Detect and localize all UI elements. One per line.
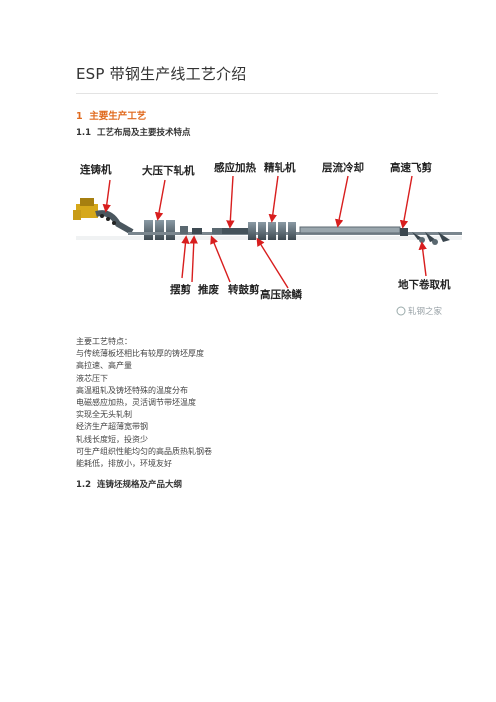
process-layout-diagram: 连铸机 大压下轧机 感应加热 精轧机 层流冷却 高速飞剪 摆剪 推废 转鼓剪 高…	[73, 161, 462, 317]
laminar-cooling	[299, 226, 401, 234]
feature-item: 实现全无头轧制	[76, 410, 132, 420]
feature-item: 高温粗轧及铸坯特殊的温度分布	[76, 385, 188, 395]
section-1-heading: 1 主要生产工艺	[76, 108, 146, 122]
watermark: 轧钢之家	[396, 306, 443, 317]
label-drum-shear: 转鼓剪	[228, 283, 260, 296]
label-downcoiler: 地下卷取机	[398, 278, 451, 291]
label-pusher: 推废	[198, 283, 219, 296]
feature-item: 经济生产超薄宽带钢	[76, 422, 148, 432]
title-divider	[76, 93, 438, 94]
features-list: 主要工艺特点： 与传统薄板坯相比有较厚的铸坯厚度 高拉速、高产量 液芯压下 高温…	[76, 336, 212, 470]
finishing-mill	[248, 222, 296, 240]
pendulum-shear-and-pusher	[180, 226, 222, 234]
label-flying-shear: 高速飞剪	[390, 161, 432, 174]
document-title: ESP 带钢生产线工艺介绍	[76, 65, 247, 83]
section-1-1-heading: 1.1 工艺布局及主要技术特点	[76, 126, 191, 138]
feature-item: 与传统薄板坯相比有较厚的铸坯厚度	[76, 349, 204, 359]
label-laminar-cooling: 层流冷却	[322, 161, 364, 174]
feature-item: 高拉速、高产量	[76, 361, 132, 371]
section-1-number: 1	[76, 111, 83, 122]
label-finishing-mill: 精轧机	[264, 161, 296, 174]
label-pendulum-shear: 摆剪	[170, 283, 191, 296]
process-layout-figure: 连铸机 大压下轧机 感应加热 精轧机 层流冷却 高速飞剪 摆剪 推废 转鼓剪 高…	[70, 148, 462, 330]
feature-item: 可生产组织性能均匀的高品质热轧钢卷	[76, 446, 212, 456]
feature-item: 能耗低，排放小，环境友好	[76, 459, 172, 469]
features-intro: 主要工艺特点：	[76, 337, 132, 346]
label-descaler: 高压除鳞	[260, 288, 302, 301]
feature-item: 电磁感应加热，灵活调节带坯温度	[76, 398, 196, 408]
section-1-2-title: 连铸坯规格及产品大纲	[96, 480, 182, 490]
section-1-2-heading: 1.2 连铸坯规格及产品大纲	[76, 478, 182, 490]
caster-machine	[73, 198, 134, 235]
watermark-text: 轧钢之家	[408, 306, 443, 317]
label-heavy-reduction-mill: 大压下轧机	[142, 164, 195, 177]
feature-item: 液芯压下	[76, 373, 108, 383]
feature-item: 轧线长度短，投资少	[76, 434, 148, 444]
induction-heater	[222, 228, 250, 234]
heavy-reduction-mill	[144, 220, 175, 240]
section-1-1-number: 1.1	[76, 128, 92, 138]
section-1-title: 主要生产工艺	[89, 111, 147, 122]
section-1-2-number: 1.2	[76, 480, 92, 490]
section-1-1-title: 工艺布局及主要技术特点	[96, 128, 191, 138]
downcoilers	[400, 228, 450, 245]
label-induction-heating: 感应加热	[214, 161, 256, 174]
callout-arrows	[102, 175, 427, 289]
label-caster: 连铸机	[80, 163, 112, 176]
